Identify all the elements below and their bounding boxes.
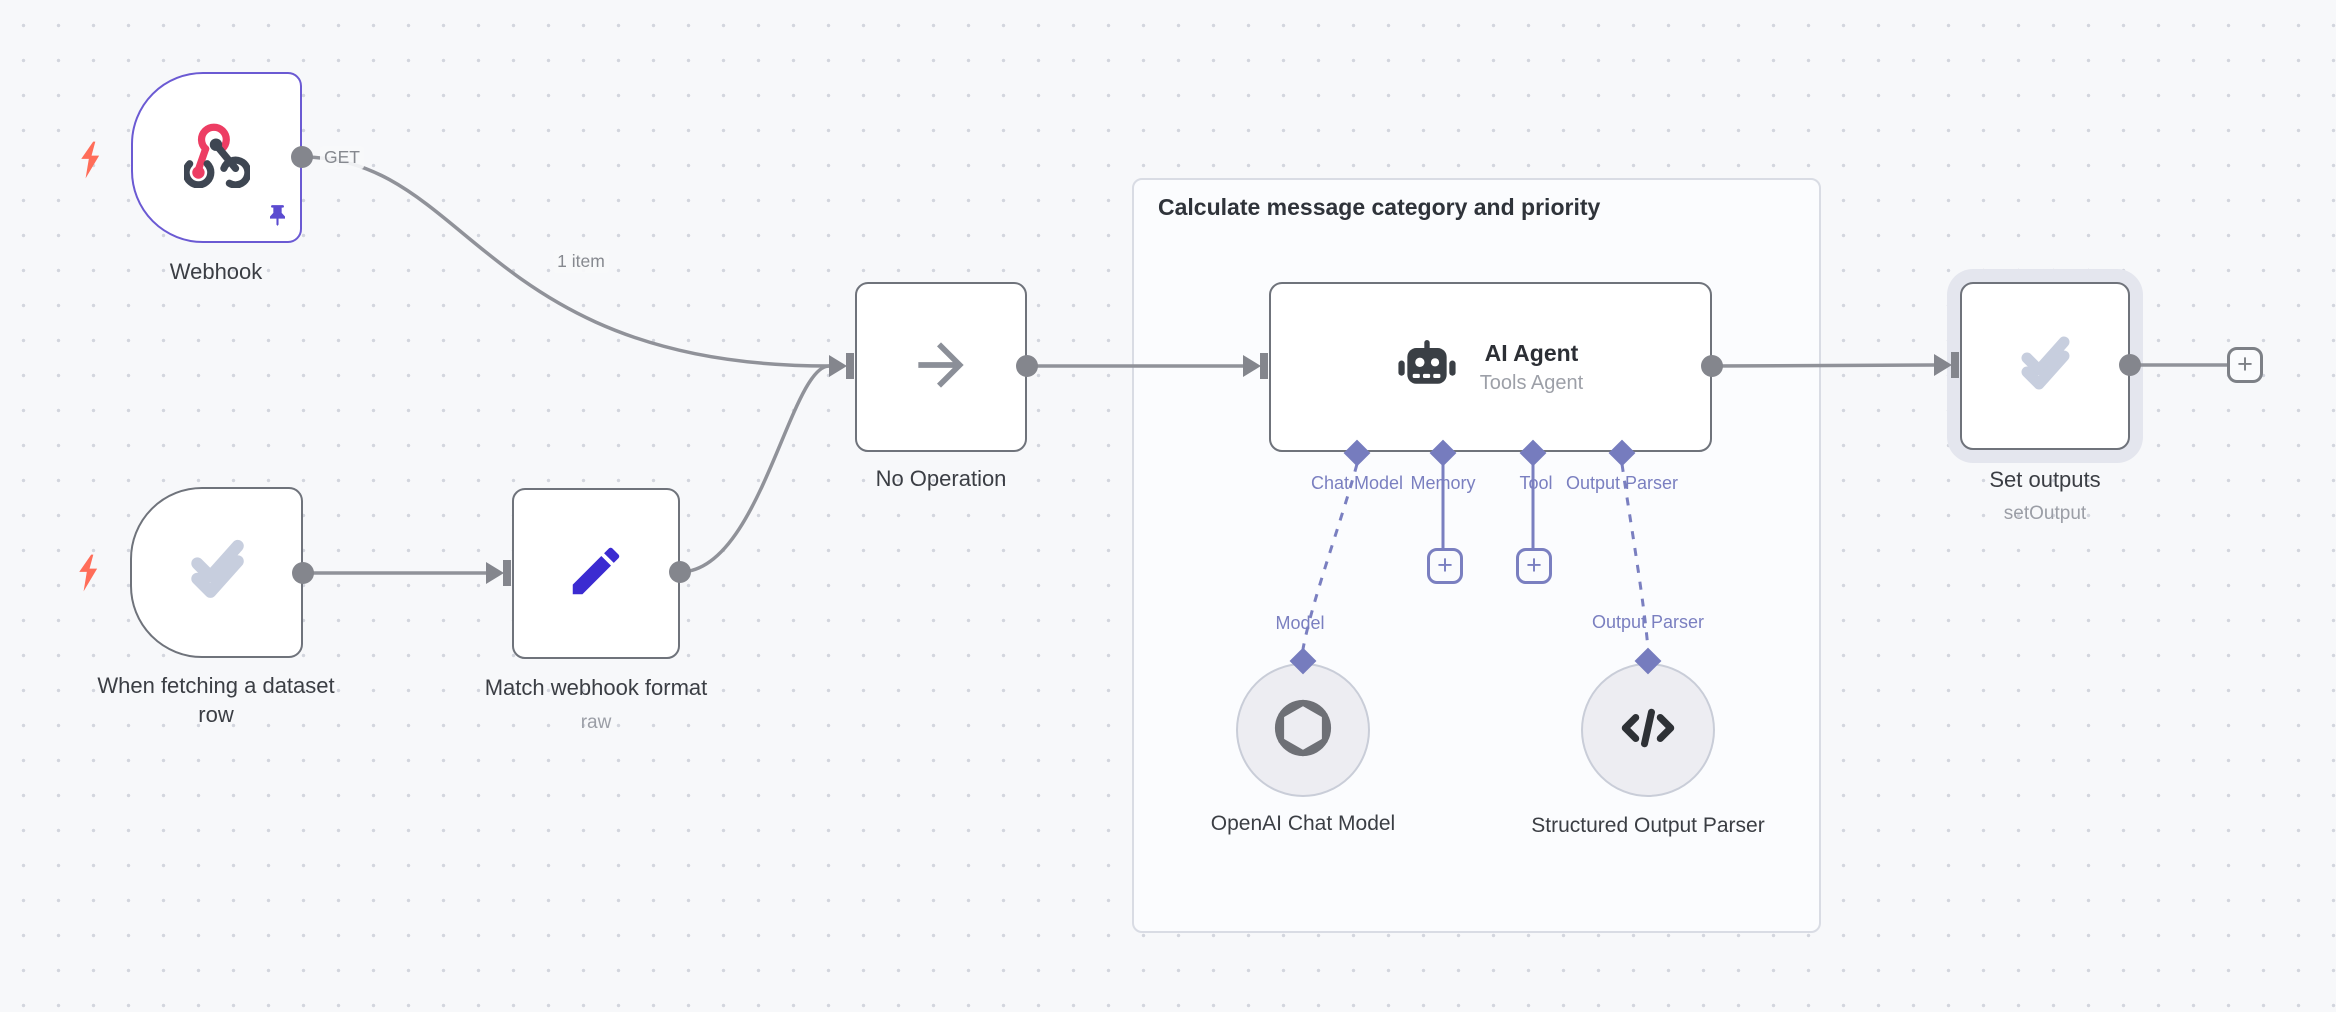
wire-webhook-to-noop[interactable] [301, 155, 830, 368]
webhook-trigger-bolt-icon [78, 140, 104, 185]
agent-tool-port[interactable] [1519, 439, 1547, 467]
webhook-icon [181, 122, 252, 193]
robot-icon [1398, 339, 1456, 395]
setoutputs-input-port [1934, 352, 1959, 378]
agent-output-port[interactable] [1701, 355, 1723, 377]
port-label-chat-model: Chat Model [1310, 473, 1404, 493]
code-icon [1620, 705, 1676, 756]
parser-output-port[interactable] [1634, 647, 1662, 675]
group-title: Calculate message category and priority [1158, 194, 1601, 220]
port-label-memory: Memory [1410, 473, 1476, 493]
double-check-icon [2013, 335, 2077, 398]
items-count-label: 1 item [553, 250, 609, 273]
node-label-webhook: Webhook [169, 259, 263, 284]
webhook-output-port[interactable] [291, 146, 313, 168]
plus-icon: + [1526, 549, 1542, 580]
setoutputs-output-port[interactable] [2119, 354, 2141, 376]
node-set-outputs[interactable] [1960, 282, 2130, 450]
wire-agent-to-chatmodel[interactable] [1301, 463, 1359, 650]
node-webhook[interactable] [131, 72, 302, 243]
node-subtitle-match-webhook: raw [580, 712, 612, 733]
node-ai-agent[interactable]: AI Agent Tools Agent [1269, 282, 1712, 452]
agent-memory-port[interactable] [1429, 439, 1457, 467]
webhook-output-label: GET [320, 146, 364, 169]
node-match-webhook-format[interactable] [512, 488, 680, 659]
openai-icon [1272, 697, 1334, 764]
node-subtitle-set-outputs: setOutput [2003, 503, 2087, 524]
add-memory-button[interactable]: + [1427, 548, 1463, 584]
node-label-structured-output-parser: Structured Output Parser [1531, 814, 1765, 837]
plus-icon: + [2237, 348, 2253, 379]
node-label-openai-chat-model: OpenAI Chat Model [1210, 812, 1396, 835]
noop-input-port [829, 353, 854, 379]
port-label-output-parser: Output Parser [1565, 473, 1679, 493]
match-output-port[interactable] [669, 561, 691, 583]
port-label-tool: Tool [1519, 473, 1553, 493]
plus-icon: + [1437, 549, 1453, 580]
node-label-no-operation: No Operation [875, 466, 1007, 491]
pin-icon [265, 203, 290, 233]
agent-outputparser-port[interactable] [1608, 439, 1636, 467]
port-label-model: Model [1275, 613, 1325, 633]
agent-chatmodel-port[interactable] [1343, 439, 1371, 467]
node-label-set-outputs: Set outputs [1989, 467, 2101, 492]
node-when-fetching-dataset-row[interactable] [130, 487, 303, 658]
noop-output-port[interactable] [1016, 355, 1038, 377]
node-label-when-fetching: When fetching a dataset row [97, 673, 335, 727]
add-tool-button[interactable]: + [1516, 548, 1552, 584]
pencil-icon [565, 540, 627, 607]
arrow-right-icon [907, 331, 975, 404]
node-no-operation[interactable] [855, 282, 1027, 452]
node-openai-chat-model[interactable] [1236, 663, 1370, 797]
match-input-port [486, 560, 511, 586]
node-structured-output-parser[interactable] [1581, 663, 1715, 797]
node-subtitle-ai-agent: Tools Agent [1479, 371, 1584, 394]
node-label-match-webhook: Match webhook format [484, 675, 708, 700]
openai-model-port[interactable] [1289, 647, 1317, 675]
wire-match-to-noop[interactable] [679, 364, 830, 574]
whenfetch-trigger-bolt-icon [76, 553, 102, 598]
double-check-icon [182, 539, 252, 606]
wire-agent-to-outputparser[interactable] [1620, 463, 1650, 650]
port-label-output-parser-sub: Output Parser [1591, 612, 1705, 632]
whenfetch-output-port[interactable] [292, 562, 314, 584]
add-next-node-button[interactable]: + [2227, 347, 2263, 383]
wire-agent-to-setoutputs[interactable] [1711, 363, 1936, 368]
node-label-ai-agent: AI Agent [1484, 339, 1579, 366]
